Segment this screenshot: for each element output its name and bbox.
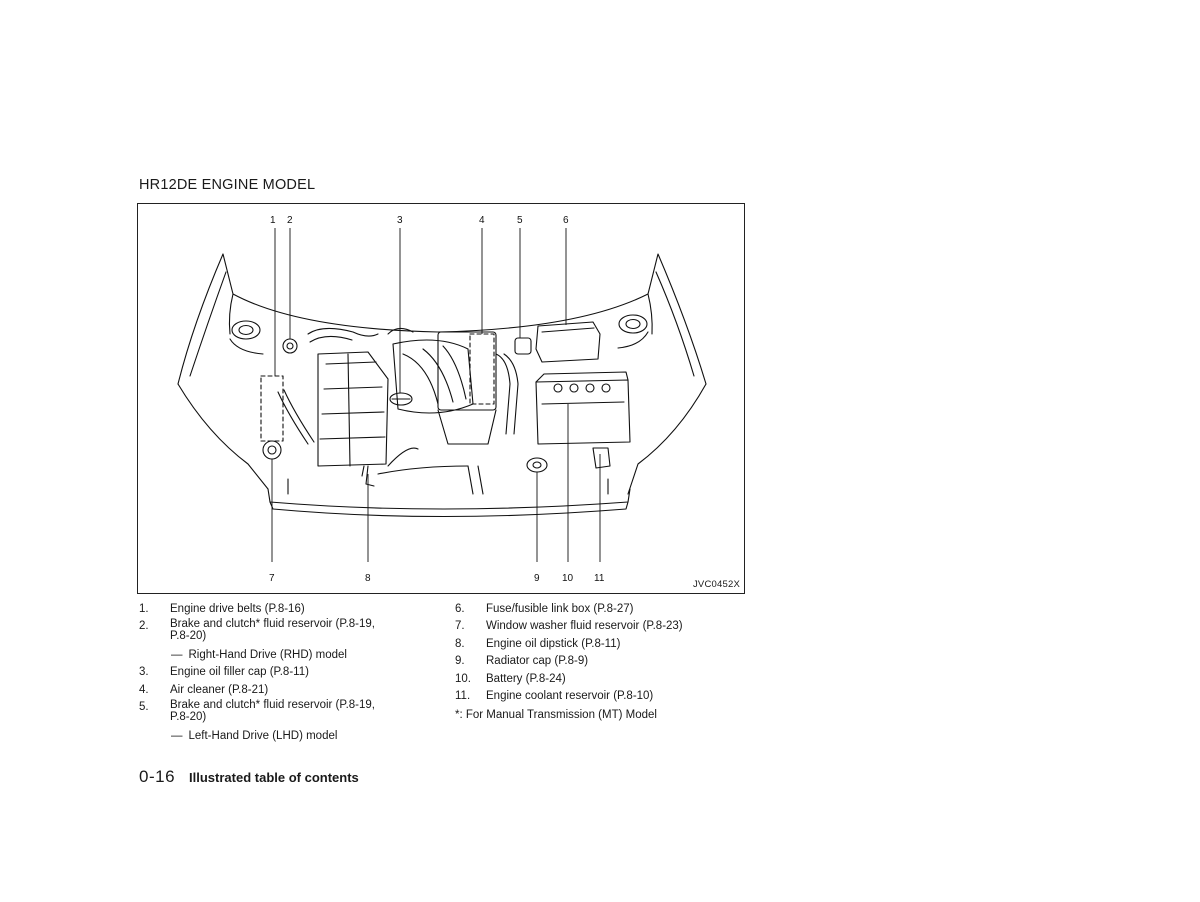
callout-4: 4 [479,215,485,226]
callout-1: 1 [270,215,276,226]
legend-item-5: 5. Brake and clutch* fluid reservoir (P.… [139,699,429,745]
legend-text-line1: Brake and clutch* fluid reservoir (P.8-1… [170,618,375,631]
legend-text: Window washer fluid reservoir (P.8-23) [486,620,683,633]
section-title: HR12DE ENGINE MODEL [139,177,316,193]
legend-subitem: — Right-Hand Drive (RHD) model [170,647,429,664]
right-strut-tower [618,314,648,334]
legend-item-6: 6. Fuse/fusible link box (P.8-27) [455,601,745,618]
radiator-support [267,488,631,510]
washer-reservoir-cap [262,440,282,460]
legend-text-line1: Brake and clutch* fluid reservoir (P.8-1… [170,699,375,712]
page-number: 0-16 [139,767,176,786]
callout-6: 6 [563,215,569,226]
legend-subtext: Left-Hand Drive (LHD) model [188,730,338,743]
legend-text: Engine oil filler cap (P.8-11) [170,666,309,679]
radiator-cap [526,457,548,473]
legend-text: Fuse/fusible link box (P.8-27) [486,603,634,615]
legend-item-9: 9. Radiator cap (P.8-9) [455,653,745,670]
legend-item-11: 11. Engine coolant reservoir (P.8-10) [455,688,745,705]
legend-dash: — [171,649,183,662]
figure-code: JVC0452X [692,579,740,590]
legend-text: Radiator cap (P.8-9) [486,655,589,668]
oil-dipstick [361,465,365,477]
legend-text: Air cleaner (P.8-21) [170,683,269,696]
legend-subitem: — Left-Hand Drive (LHD) model [170,728,429,745]
left-fender [177,383,269,490]
legend-number: 5. [139,701,149,714]
section-name: Illustrated table of contents [189,770,359,785]
battery [535,379,631,445]
callout-10: 10 [562,573,574,584]
brake-reservoir-lhd [514,337,532,355]
legend-item-4: 4. Air cleaner (P.8-21) [139,682,429,699]
legend-number: 4. [139,683,149,696]
legend-number: 1. [139,603,149,615]
legend-number: 6. [455,603,465,615]
legend-text-line2: P.8-20) [170,711,207,724]
legend-number: 7. [455,620,465,633]
legend-text: Engine drive belts (P.8-16) [170,603,305,615]
engine-block [317,351,389,467]
oil-filler-cap [389,392,413,406]
legend-number: 2. [139,620,149,633]
callout-8: 8 [365,573,371,584]
left-strut-tower [231,320,261,340]
brake-reservoir-rhd-cap [282,338,298,354]
drive-belt-cover [260,375,284,442]
legend-item-7: 7. Window washer fluid reservoir (P.8-23… [455,618,745,635]
legend-dash: — [171,730,183,743]
legend-number: 11. [455,690,471,703]
legend-number: 3. [139,666,149,679]
legend-item-2: 2. Brake and clutch* fluid reservoir (P.… [139,618,429,664]
legend-left-column: 1. Engine drive belts (P.8-16) 2. Brake … [139,601,429,745]
legend-text-line2: P.8-20) [170,630,207,643]
legend-number: 8. [455,637,465,650]
hood-outline [177,253,707,385]
right-fender [627,383,707,495]
air-cleaner [437,331,497,411]
callout-7: 7 [269,573,275,584]
legend-number: 10. [455,672,471,685]
legend-item-10: 10. Battery (P.8-24) [455,671,745,688]
legend-text: Battery (P.8-24) [486,672,566,685]
intake-manifold [392,339,474,414]
callout-9: 9 [534,573,540,584]
legend-subtext: Right-Hand Drive (RHD) model [188,649,347,662]
legend-item-8: 8. Engine oil dipstick (P.8-11) [455,636,745,653]
page-footer: 0-16 Illustrated table of contents [139,767,359,787]
engine-compartment-illustration: 1 2 3 4 5 6 7 8 9 10 11 [177,215,707,584]
legend-text: Engine oil dipstick (P.8-11) [486,637,621,650]
callout-2: 2 [287,215,293,226]
legend-item-3: 3. Engine oil filler cap (P.8-11) [139,664,429,681]
legend-right-column: 6. Fuse/fusible link box (P.8-27) 7. Win… [455,601,745,725]
legend-item-1: 1. Engine drive belts (P.8-16) [139,601,429,618]
coolant-reservoir [592,447,611,469]
legend-number: 9. [455,655,465,668]
callout-5: 5 [517,215,523,226]
fuse-box [535,321,601,363]
callout-11: 11 [594,573,605,584]
footnote: *: For Manual Transmission (MT) Model [455,709,657,722]
legend-text: Engine coolant reservoir (P.8-10) [486,690,654,703]
engine-compartment-figure: 1 2 3 4 5 6 7 8 9 10 11 JVC0452X [137,203,745,594]
callout-3: 3 [397,215,403,226]
